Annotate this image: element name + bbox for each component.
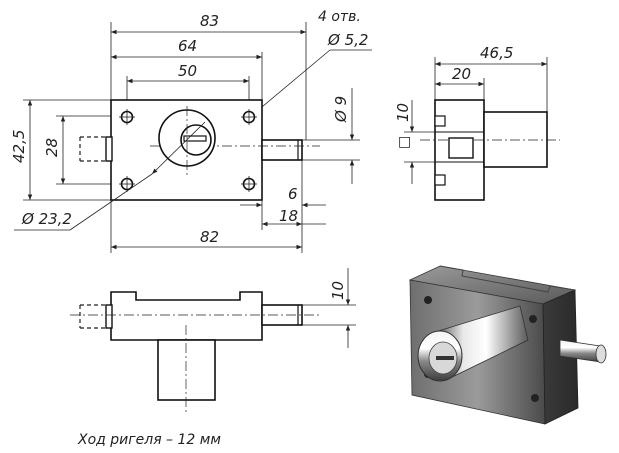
- dim-square-10: 10: [394, 103, 412, 122]
- dim-hole-diameter: Ø 5,2: [327, 31, 368, 49]
- cylinder-top: [157, 339, 216, 401]
- dim-top-10: 10: [329, 281, 347, 300]
- dim-18: 18: [279, 207, 298, 225]
- dim-50: 50: [178, 62, 197, 80]
- front-view: 83 64 50 4 отв. Ø 5,2 42,5 28: [10, 9, 372, 253]
- caption-bolt-travel: Ход ригеля – 12 мм: [77, 432, 221, 448]
- dim-28: 28: [43, 138, 61, 157]
- dim-82: 82: [200, 228, 219, 246]
- dim-6: 6: [288, 185, 298, 203]
- dim-83: 83: [200, 12, 219, 30]
- square-symbol: □: [398, 134, 411, 150]
- cylinder-side: [483, 111, 548, 168]
- dim-20: 20: [452, 65, 471, 83]
- side-view: 46,5 20 10 □: [394, 44, 560, 201]
- dim-46-5: 46,5: [480, 44, 513, 62]
- dim-64: 64: [178, 37, 197, 55]
- dim-bolt-diameter: Ø 9: [332, 96, 350, 123]
- dim-cylinder-diameter: Ø 23,2: [21, 210, 72, 228]
- lock-3d-render: [408, 265, 607, 425]
- lock-body-top: [110, 291, 263, 341]
- holes-note: 4 отв.: [318, 9, 361, 25]
- dim-height: 42,5: [10, 130, 28, 163]
- top-view: 10: [70, 268, 356, 412]
- keyhole: [183, 135, 207, 142]
- bolt-front: [261, 139, 303, 161]
